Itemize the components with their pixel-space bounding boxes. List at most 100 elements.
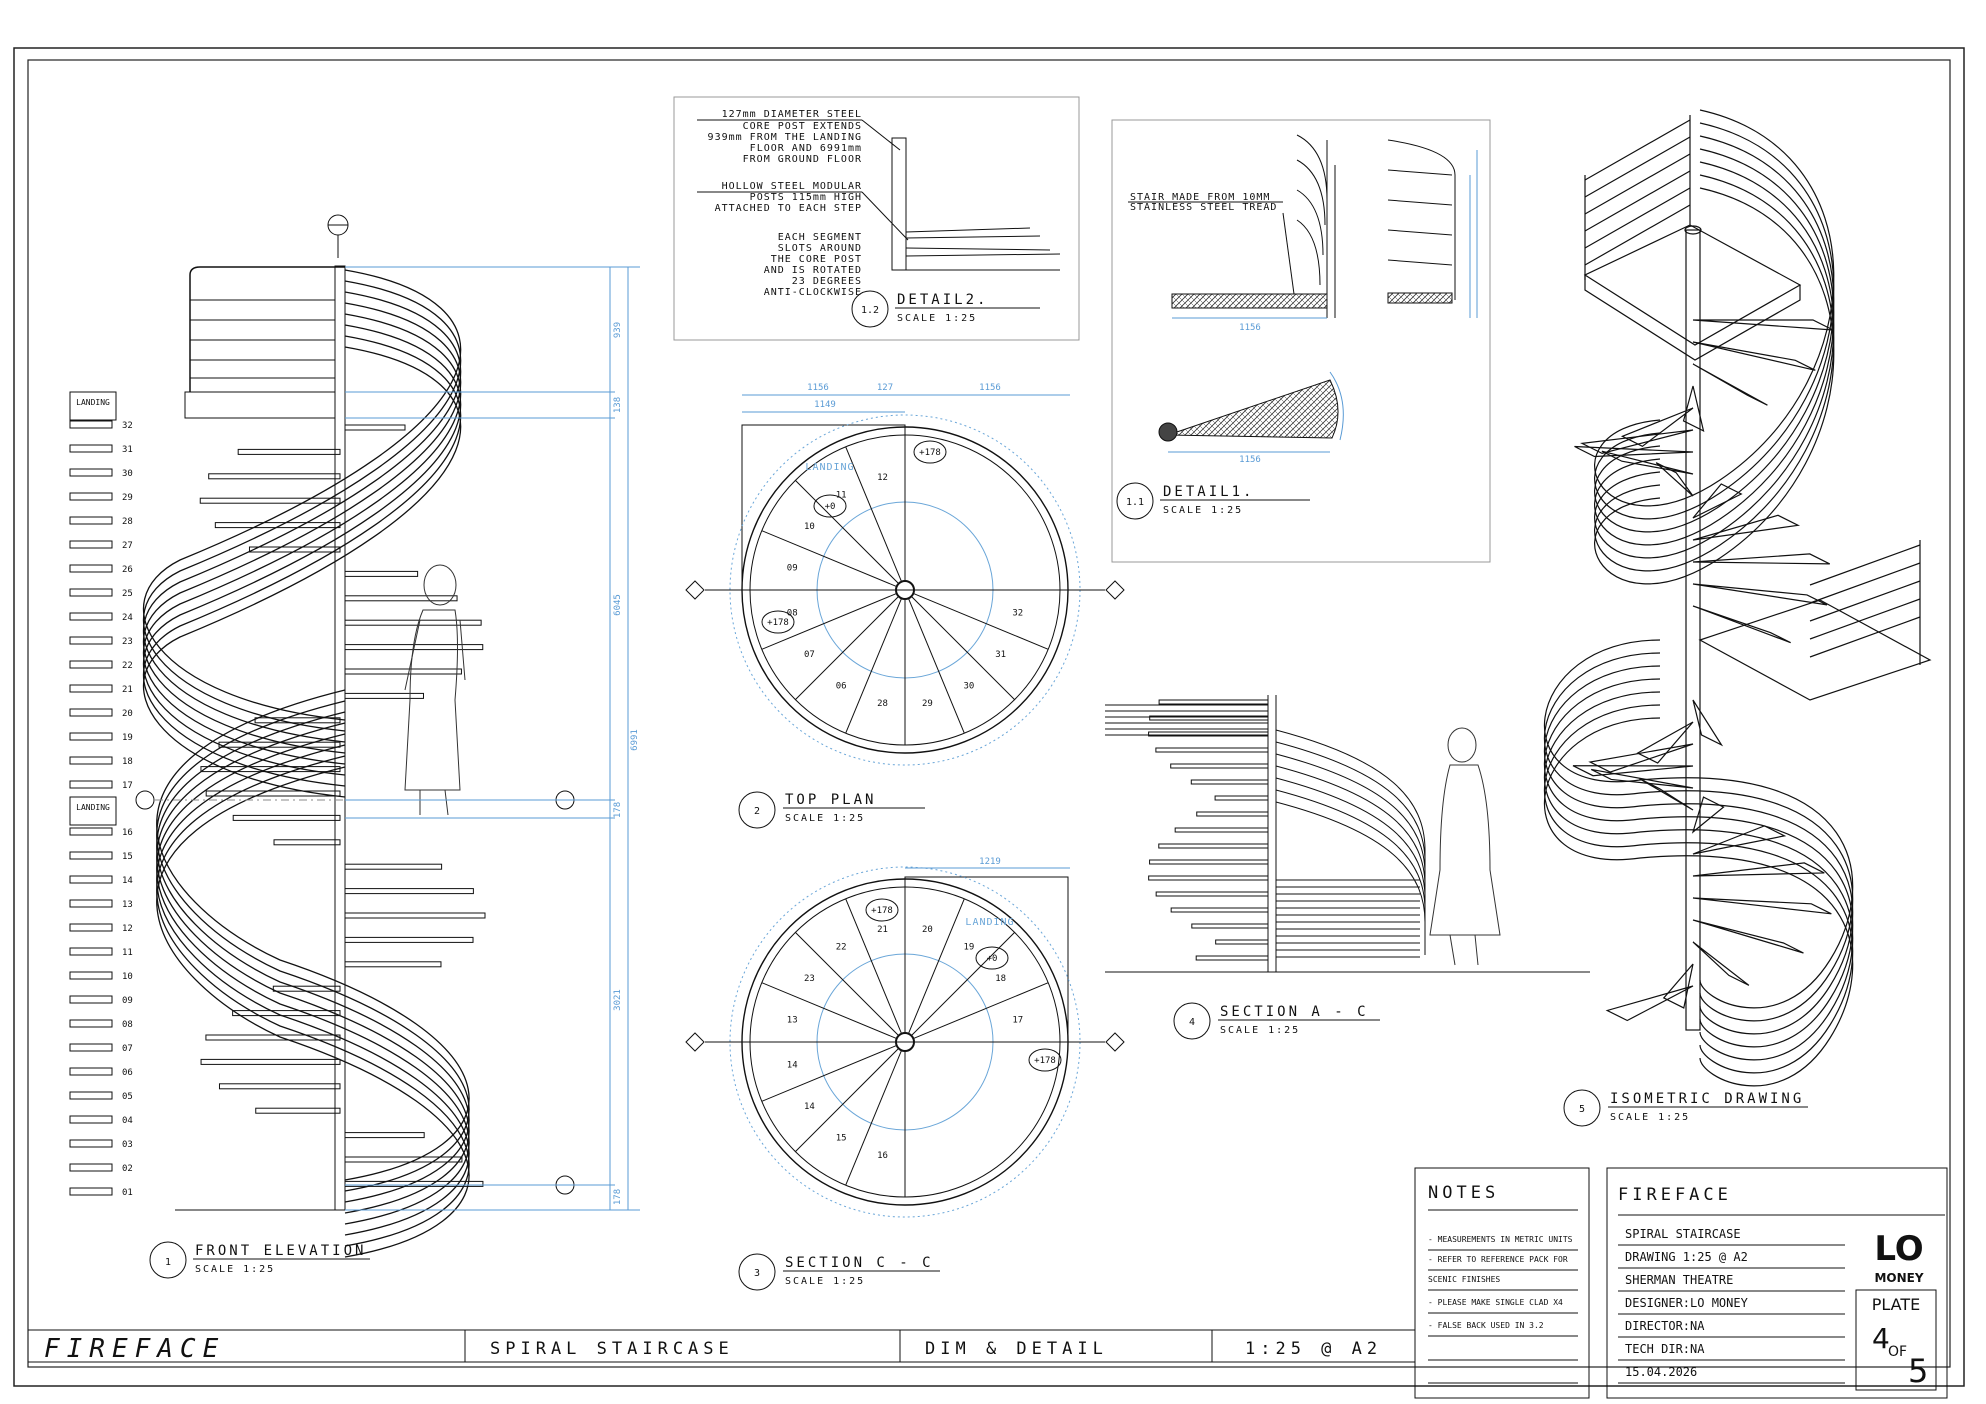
- elevation-rail: [156, 711, 470, 1203]
- section-rail: [1275, 777, 1426, 955]
- elevation-tread: [344, 595, 458, 602]
- bottom-bar-title: FIREFACE: [44, 1334, 225, 1364]
- title-block-project: FIREFACE: [1618, 1185, 1732, 1205]
- elevation-tread: [232, 814, 341, 821]
- plan-step-number: 21: [877, 925, 888, 935]
- plan-tread-line: [845, 598, 903, 734]
- step-key-label: 32: [122, 421, 133, 431]
- plan-step-number: 08: [787, 608, 798, 618]
- step-key-label: 24: [122, 613, 133, 623]
- detail2-note: THE CORE POST: [771, 254, 862, 265]
- note-item: - PLEASE MAKE SINGLE CLAD X4: [1428, 1298, 1563, 1307]
- section-tread: [1214, 795, 1269, 801]
- note-item: - FALSE BACK USED IN 3.2: [1428, 1321, 1544, 1330]
- section-tread: [1174, 827, 1269, 833]
- top-plan-title: TOP PLAN: [785, 792, 876, 808]
- step-key-bar: [69, 444, 113, 453]
- iso-landing-edge: [1584, 275, 1801, 361]
- level-marker: [1028, 1048, 1062, 1072]
- iso-tread: [1692, 897, 1832, 915]
- iso-tread: [1636, 721, 1694, 764]
- step-key-bar: [69, 1091, 113, 1100]
- step-key-bar: [69, 1019, 113, 1028]
- step-key-landing-lower: LANDING: [76, 803, 110, 812]
- isometric-scale: SCALE 1:25: [1610, 1112, 1690, 1123]
- plan-tread-line: [845, 446, 903, 582]
- step-key-bar: [69, 1115, 113, 1124]
- section-tread: [1149, 859, 1269, 865]
- title-block-line: DESIGNER:LO MONEY: [1625, 1296, 1749, 1310]
- iso-rail: [1543, 704, 1854, 1074]
- elevation-tread: [344, 424, 406, 431]
- elevation-tread: [344, 668, 462, 675]
- level-marker: [761, 610, 795, 634]
- step-key-bar: [69, 612, 113, 621]
- step-key-bar: [69, 827, 113, 836]
- plan-landing-label: LANDING: [965, 917, 1014, 928]
- level-marker: [813, 494, 847, 518]
- plan-step-number: 17: [1012, 1016, 1023, 1026]
- detail2-note: SLOTS AROUND: [778, 243, 862, 254]
- detail2-title: DETAIL2.: [897, 292, 988, 308]
- step-key-bar: [69, 947, 113, 956]
- elevation-tread: [344, 1132, 425, 1139]
- step-key-landing-upper: LANDING: [76, 398, 110, 407]
- iso-tread: [1620, 407, 1694, 448]
- plan-step-number: 15: [836, 1134, 847, 1144]
- section-tread: [1155, 891, 1269, 897]
- plan-step-number: 22: [836, 942, 847, 952]
- iso-rail: [1593, 122, 1835, 520]
- elevation-dimension: 138: [613, 397, 623, 413]
- iso-tread: [1692, 862, 1825, 877]
- elevation-dimension: 178: [613, 802, 623, 818]
- iso-rail: [1593, 109, 1835, 507]
- detail2-note: HOLLOW STEEL MODULAR: [722, 181, 862, 192]
- elevation-rail: [156, 700, 470, 1192]
- section-rail: [1275, 789, 1426, 955]
- step-key-label: 30: [122, 469, 133, 479]
- section-marker: [1105, 580, 1125, 600]
- plan-step-number: 14: [804, 1102, 815, 1112]
- step-key-label: 18: [122, 757, 133, 767]
- step-key-label: 16: [122, 828, 133, 838]
- detail1-number: 1.1: [1126, 497, 1144, 508]
- section-tread: [1170, 907, 1269, 913]
- step-key-bar: [69, 899, 113, 908]
- title-block-line: TECH DIR:NA: [1625, 1342, 1705, 1356]
- step-key-bar: [69, 660, 113, 669]
- detail2-note: FROM GROUND FLOOR: [743, 154, 862, 165]
- iso-tread: [1572, 765, 1694, 777]
- bottom-bar-sheet-type: DIM & DETAIL: [925, 1339, 1108, 1359]
- iso-tread: [1692, 605, 1791, 644]
- section-tread: [1149, 715, 1269, 721]
- iso-rail: [1543, 665, 1854, 1035]
- elevation-tread: [248, 546, 341, 553]
- step-key-label: 17: [122, 781, 133, 791]
- elevation-dimension: 178: [613, 1189, 623, 1205]
- elevation-tread: [272, 985, 341, 992]
- title-block-line: SPIRAL STAIRCASE: [1625, 1227, 1741, 1241]
- step-key-label: 11: [122, 948, 133, 958]
- elevation-rail: [142, 291, 462, 743]
- level-label: +0: [987, 954, 998, 964]
- section-marker: [685, 1032, 705, 1052]
- plan-step-number: 16: [877, 1151, 888, 1161]
- step-key-label: 20: [122, 709, 133, 719]
- elevation-tread: [344, 863, 443, 870]
- iso-rail: [1593, 161, 1835, 559]
- step-key-bar: [69, 1163, 113, 1172]
- elevation-tread: [344, 1156, 463, 1163]
- elevation-tread: [344, 936, 474, 943]
- plan-landing-label: LANDING: [805, 462, 854, 473]
- step-key-bar: [69, 540, 113, 549]
- elevation-tread: [254, 717, 341, 724]
- iso-tread: [1692, 363, 1768, 406]
- detail2-note: EACH SEGMENT: [778, 232, 862, 243]
- plan-tread-line: [907, 598, 965, 734]
- step-key-label: 14: [122, 876, 133, 886]
- step-key-label: 01: [122, 1188, 133, 1198]
- section-rail: [1275, 753, 1426, 955]
- iso-tread: [1692, 919, 1804, 954]
- step-key-bar: [69, 851, 113, 860]
- section-tread: [1158, 699, 1269, 705]
